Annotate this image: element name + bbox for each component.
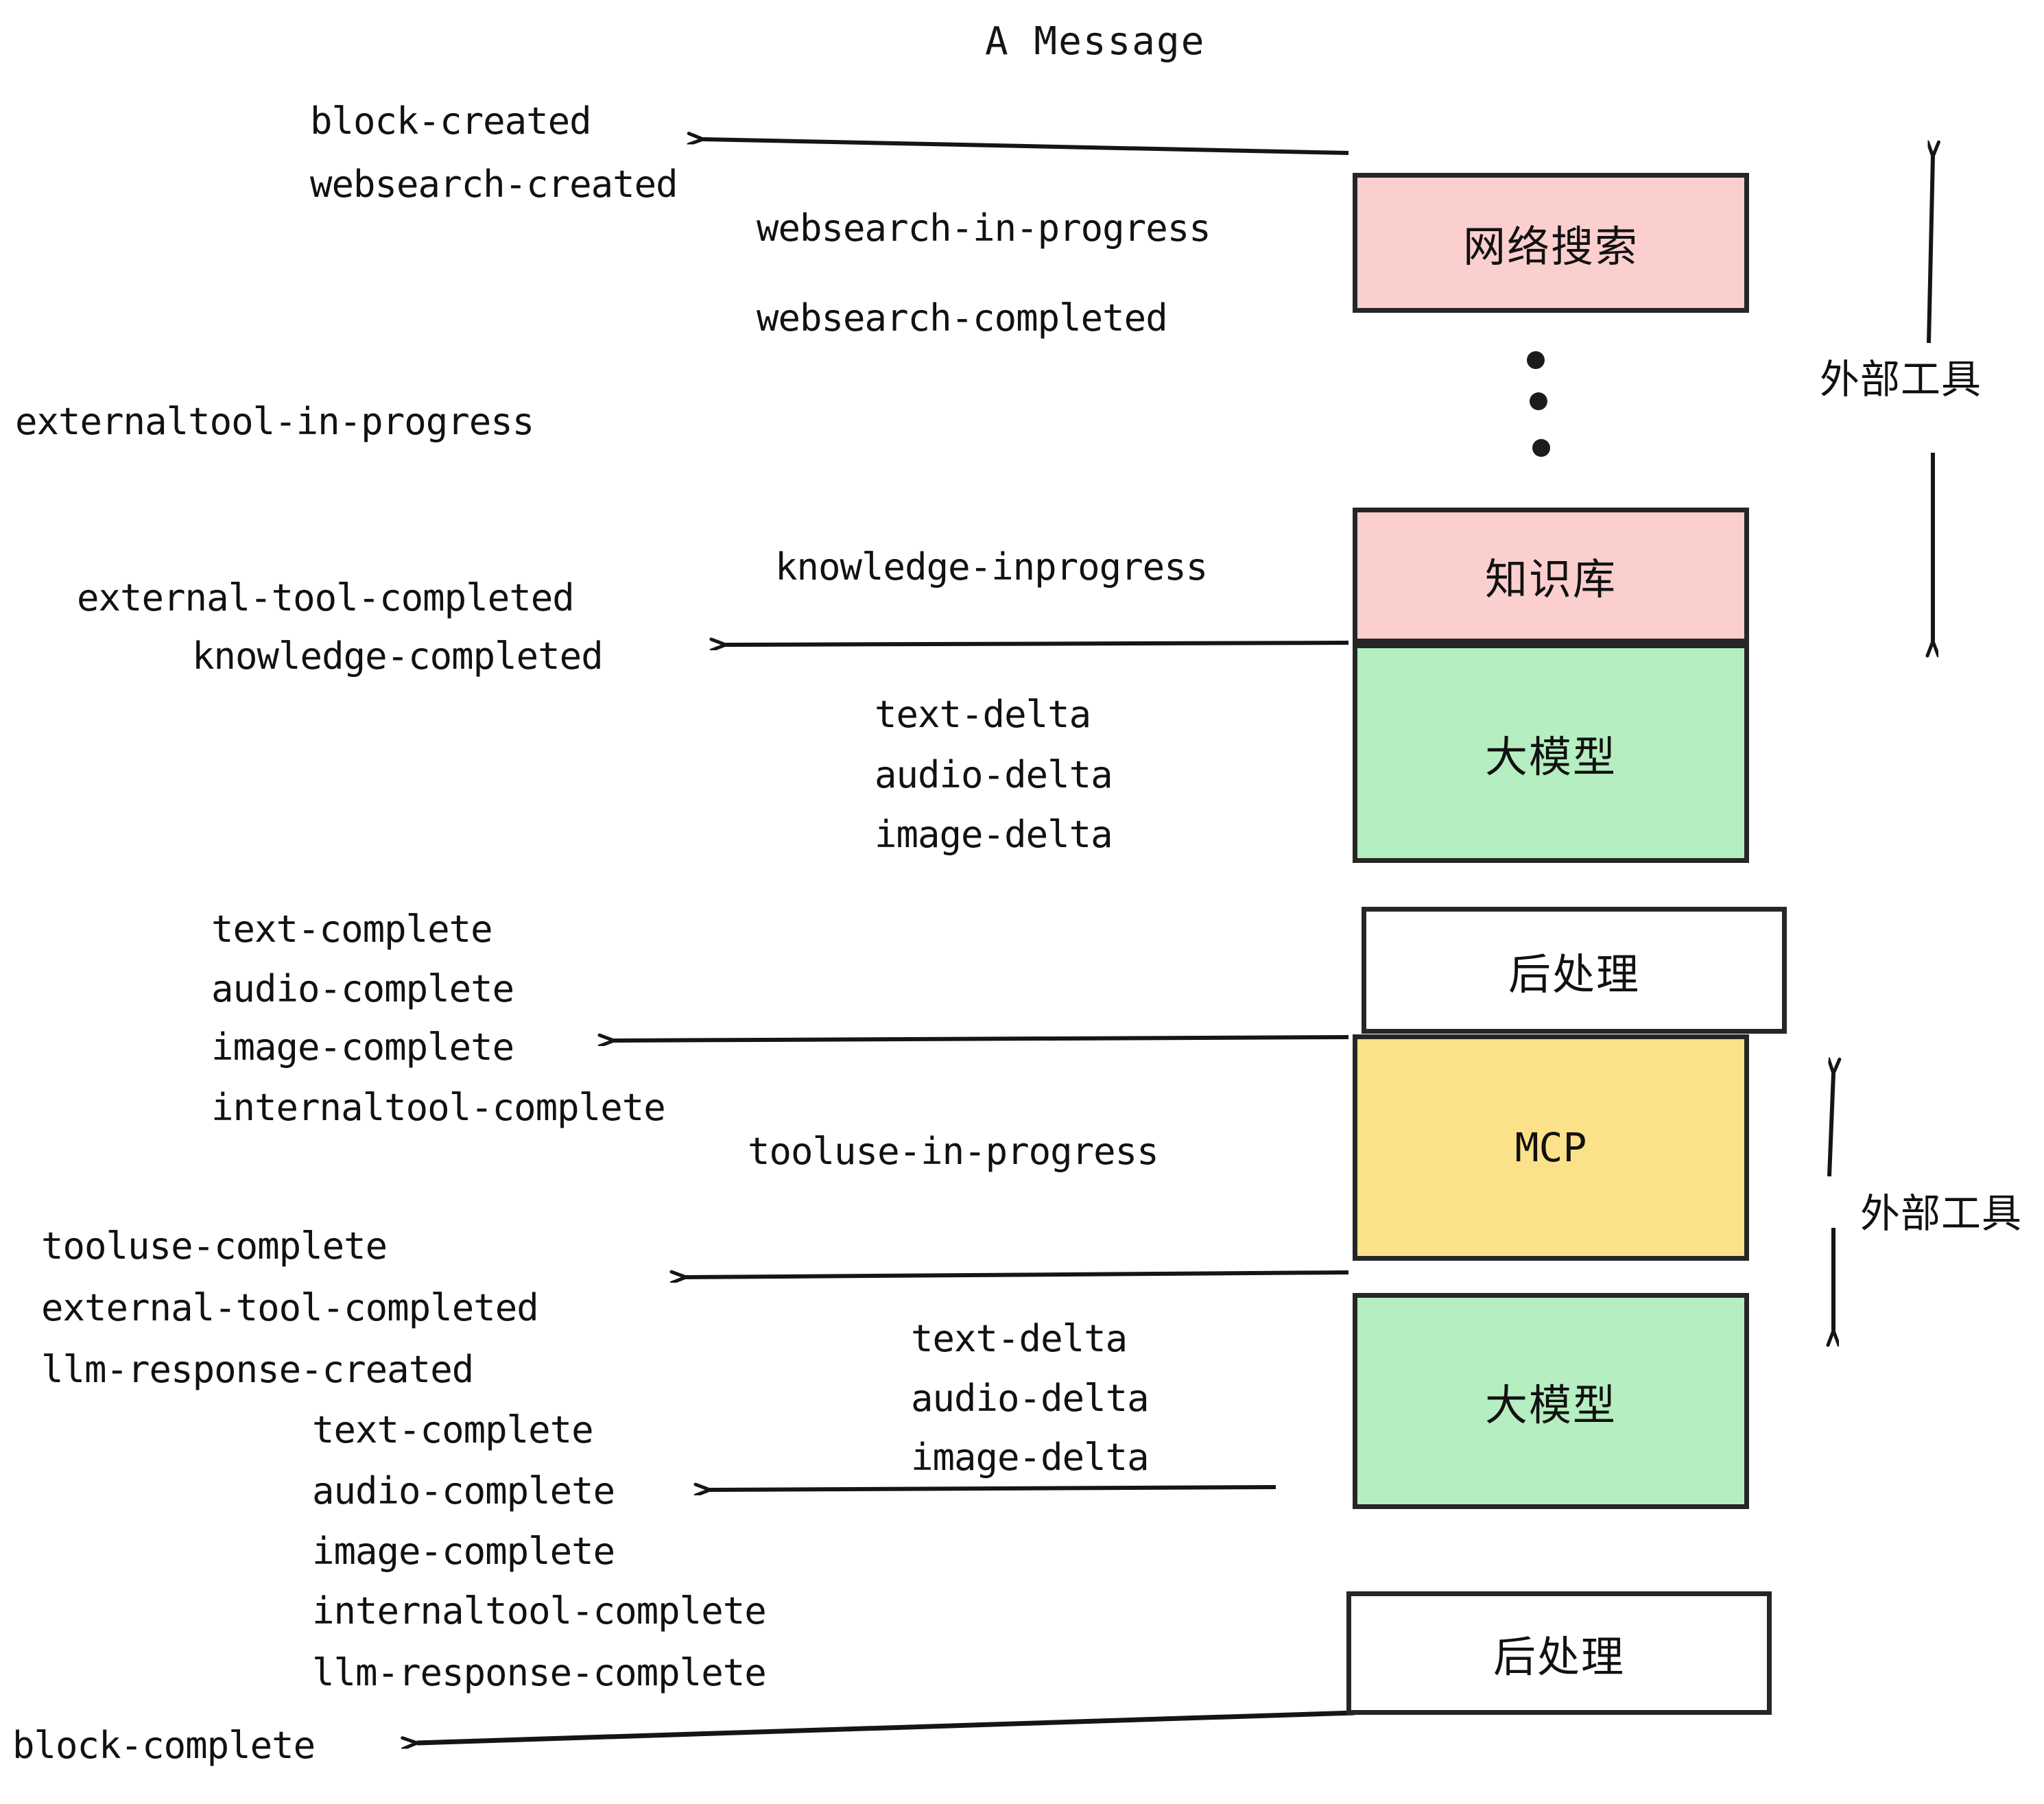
event-label-internaltool-complete-2: internaltool-complete	[312, 1589, 767, 1633]
side-label-external-tool-2: 外部工具	[1860, 1190, 2023, 1237]
event-label-text-delta-1: text-delta	[875, 693, 1091, 736]
event-label-tooluse-in-progress: tooluse-in-progress	[748, 1130, 1159, 1173]
arrow-llm2-to-left	[710, 1487, 1276, 1490]
event-label-external-tool-completed-1: external-tool-completed	[77, 576, 575, 619]
event-label-text-delta-2: text-delta	[911, 1317, 1128, 1360]
node-box-postprocess-2[interactable]: 后处理	[1346, 1591, 1772, 1715]
event-label-llm-response-created: llm-response-created	[41, 1348, 474, 1391]
node-box-websearch[interactable]: 网络搜索	[1353, 173, 1749, 313]
node-label: MCP	[1514, 1124, 1587, 1171]
node-label: 大模型	[1484, 1379, 1617, 1430]
event-label-block-created: block-created	[310, 99, 592, 143]
event-label-llm-response-complete: llm-response-complete	[312, 1651, 767, 1694]
node-label: 知识库	[1484, 554, 1617, 604]
event-label-websearch-created: websearch-created	[310, 163, 678, 206]
event-label-image-delta-1: image-delta	[875, 813, 1113, 856]
event-label-audio-complete-2: audio-complete	[312, 1469, 615, 1512]
node-label: 网络搜索	[1462, 222, 1639, 272]
node-label: 大模型	[1484, 732, 1617, 782]
node-label: 后处理	[1493, 1632, 1625, 1682]
event-label-image-complete-1: image-complete	[211, 1025, 514, 1069]
event-label-externaltool-in-progress: externaltool-in-progress	[15, 400, 534, 443]
page-title: A Message	[985, 19, 1206, 64]
ellipsis-dot	[1530, 392, 1547, 410]
event-label-external-tool-completed-2: external-tool-completed	[41, 1286, 539, 1329]
side-label-external-tool-1: 外部工具	[1820, 356, 1982, 403]
event-label-audio-delta-1: audio-delta	[875, 753, 1113, 796]
event-label-audio-delta-2: audio-delta	[911, 1377, 1150, 1420]
ellipsis-dot	[1527, 351, 1545, 369]
event-label-audio-complete-1: audio-complete	[211, 967, 514, 1010]
event-label-websearch-in-progress: websearch-in-progress	[757, 206, 1211, 250]
event-label-image-delta-2: image-delta	[911, 1436, 1150, 1479]
event-label-knowledge-completed: knowledge-completed	[192, 634, 604, 678]
event-label-block-complete: block-complete	[12, 1724, 316, 1767]
event-label-websearch-completed: websearch-completed	[757, 296, 1168, 340]
event-label-image-complete-2: image-complete	[312, 1530, 615, 1573]
event-label-internaltool-complete-1: internaltool-complete	[211, 1086, 666, 1129]
arrow-external-tool-up	[1927, 156, 1933, 344]
arrow-mcp-to-left	[686, 1272, 1349, 1277]
event-label-text-complete-2: text-complete	[312, 1408, 594, 1451]
arrow-post2-to-left	[417, 1710, 1355, 1743]
ellipsis-dot	[1532, 439, 1550, 457]
node-box-mcp[interactable]: MCP	[1353, 1034, 1749, 1261]
arrow-websearch-to-left	[703, 139, 1349, 155]
arrow-post1-to-left	[614, 1037, 1349, 1041]
node-box-llm-1[interactable]: 大模型	[1353, 643, 1749, 863]
arrow-external-tool-up-2	[1827, 1073, 1833, 1177]
event-label-knowledge-inprogress: knowledge-inprogress	[775, 545, 1208, 589]
node-box-llm-2[interactable]: 大模型	[1353, 1293, 1749, 1509]
node-box-postprocess-1[interactable]: 后处理	[1362, 907, 1787, 1034]
node-box-knowledge[interactable]: 知识库	[1353, 508, 1749, 643]
arrow-knowledge-to-left	[726, 643, 1349, 645]
event-label-text-complete-1: text-complete	[211, 907, 493, 951]
node-label: 后处理	[1508, 949, 1640, 999]
event-label-tooluse-complete: tooluse-complete	[41, 1224, 388, 1268]
